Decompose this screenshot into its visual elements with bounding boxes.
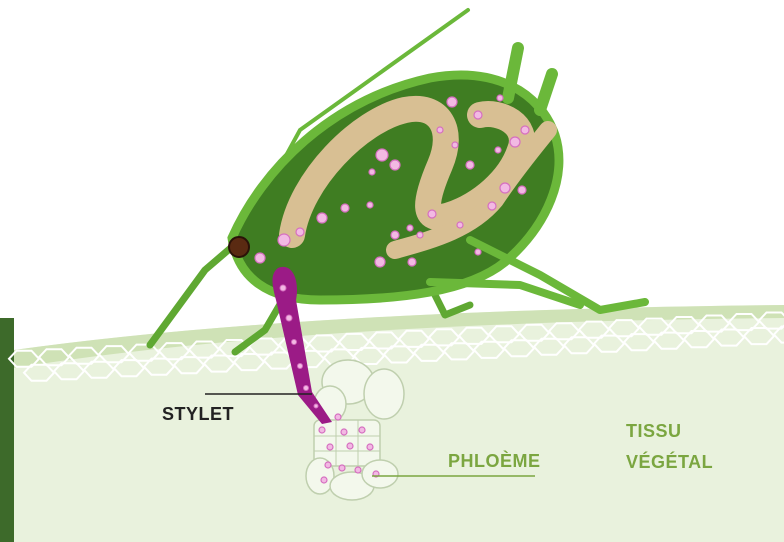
droplet <box>327 444 333 450</box>
droplet <box>321 477 327 483</box>
cornicle-2 <box>540 74 552 110</box>
droplet <box>367 444 373 450</box>
droplet <box>428 210 436 218</box>
droplet <box>255 253 265 263</box>
phloeme-label: PHLOÈME <box>448 450 541 471</box>
droplet <box>474 111 482 119</box>
droplet <box>408 258 416 266</box>
droplet <box>319 427 325 433</box>
vegetal-label: VÉGÉTAL <box>626 451 713 472</box>
droplet <box>325 462 331 468</box>
droplet <box>518 186 526 194</box>
droplet <box>317 213 327 223</box>
droplet <box>369 169 375 175</box>
droplet <box>359 427 365 433</box>
droplet <box>497 95 503 101</box>
droplet <box>521 126 529 134</box>
droplet <box>341 429 347 435</box>
droplet <box>341 204 349 212</box>
droplet <box>457 222 463 228</box>
droplet <box>314 404 318 408</box>
droplet <box>475 249 481 255</box>
droplet <box>500 183 510 193</box>
droplet <box>375 257 385 267</box>
droplet <box>304 386 309 391</box>
droplet <box>298 364 303 369</box>
droplet <box>335 414 341 420</box>
left-edge-strip <box>0 318 14 542</box>
droplet <box>407 225 413 231</box>
droplet <box>376 149 388 161</box>
tissu-label: TISSU <box>626 421 682 441</box>
droplet <box>278 234 290 246</box>
droplet <box>391 231 399 239</box>
eye-icon <box>229 237 249 257</box>
droplet <box>367 202 373 208</box>
droplet <box>286 315 292 321</box>
stylet-label: STYLET <box>162 404 234 424</box>
droplet <box>447 97 457 107</box>
droplet <box>437 127 443 133</box>
droplet <box>466 161 474 169</box>
droplet <box>355 467 361 473</box>
droplet <box>495 147 501 153</box>
droplet <box>292 340 297 345</box>
droplet <box>510 137 520 147</box>
droplet <box>339 465 345 471</box>
droplet <box>347 443 353 449</box>
droplet <box>390 160 400 170</box>
droplet <box>488 202 496 210</box>
droplet <box>280 285 286 291</box>
droplet <box>452 142 458 148</box>
droplet <box>417 232 423 238</box>
droplet <box>296 228 304 236</box>
